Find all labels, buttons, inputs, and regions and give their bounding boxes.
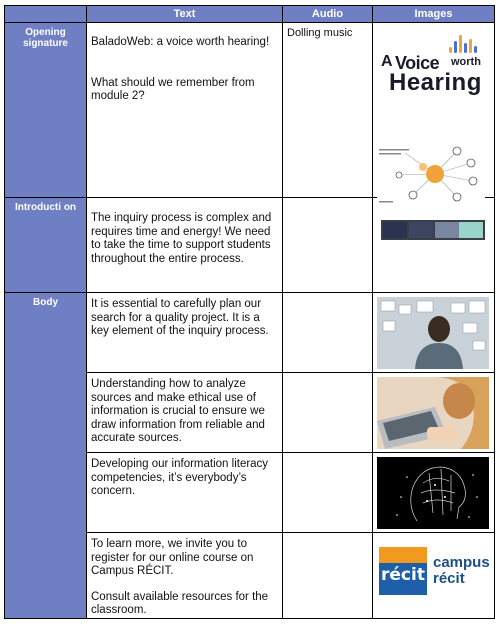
sound-bars-icon — [449, 35, 483, 53]
opening-row: Opening signature BaladoWeb: a voice wor… — [4, 22, 495, 207]
section-intro: Introducti on — [4, 197, 87, 293]
body-audio-3 — [282, 452, 373, 533]
body-row-4: To learn more, we invite you to register… — [5, 532, 495, 619]
mind-map-image — [377, 141, 485, 207]
section-opening: Opening signature — [4, 22, 87, 198]
opening-line-2: What should we remember from module 2? — [91, 76, 255, 103]
header-audio: Audio — [282, 5, 373, 23]
body-image-cell-3 — [372, 452, 495, 533]
body-text-4b: Consult available resources for the clas… — [91, 590, 269, 617]
planning-wall-photo — [377, 297, 489, 369]
body-text-3: Developing our information literacy comp… — [86, 452, 283, 533]
video-strip-image — [381, 220, 485, 240]
header-images: Images — [372, 5, 495, 23]
body-row-2: Understanding how to analyze sources and… — [5, 372, 495, 453]
opening-line-1: BaladoWeb: a voice worth hearing! — [91, 36, 270, 48]
header-row: Text Audio Images — [4, 5, 495, 23]
logo-a: A — [381, 53, 393, 70]
body-image-cell-1 — [372, 292, 495, 373]
voice-worth-hearing-logo: A Voice worth Hearing — [381, 33, 491, 103]
recit-logo-word: récit — [381, 565, 425, 585]
logo-voice: Voice — [395, 53, 440, 73]
digital-head-image — [377, 457, 489, 529]
body-image-cell-2 — [372, 372, 495, 453]
body-row-3: Developing our information literacy comp… — [5, 452, 495, 533]
logo-hearing: Hearing — [389, 69, 482, 96]
body-audio-2 — [282, 372, 373, 453]
campus-recit-logo: récit campus récit — [379, 547, 491, 595]
logo-worth: worth — [451, 56, 481, 68]
recit-word: récit — [433, 570, 465, 587]
body-text-1: It is essential to carefully plan our se… — [86, 292, 283, 373]
campus-recit-label: campus récit — [433, 555, 490, 587]
opening-audio: Dolling music — [282, 22, 373, 198]
opening-text-cell: BaladoWeb: a voice worth hearing! What s… — [86, 22, 283, 198]
body-text-2: Understanding how to analyze sources and… — [86, 372, 283, 453]
header-text: Text — [86, 5, 283, 23]
opening-images-cell: A Voice worth Hearing — [372, 22, 495, 207]
section-body: Body — [4, 292, 87, 619]
intro-row: Introducti on The inquiry process is com… — [4, 197, 495, 293]
body-text-4-cell: To learn more, we invite you to register… — [86, 532, 283, 619]
intro-text: The inquiry process is complex and requi… — [86, 197, 283, 293]
body-audio-4 — [282, 532, 373, 619]
header-section — [4, 5, 87, 23]
body-text-4a: To learn more, we invite you to register… — [91, 538, 254, 577]
body-audio-1 — [282, 292, 373, 373]
intro-images-cell — [372, 197, 495, 293]
script-table: Text Audio Images Opening signature Bala… — [4, 5, 495, 619]
body-image-cell-4: récit campus récit — [372, 532, 495, 619]
intro-audio — [282, 197, 373, 293]
laptop-photo — [377, 377, 489, 449]
campus-word: campus — [433, 554, 490, 571]
body-row-1: Body It is essential to carefully plan o… — [4, 292, 495, 619]
